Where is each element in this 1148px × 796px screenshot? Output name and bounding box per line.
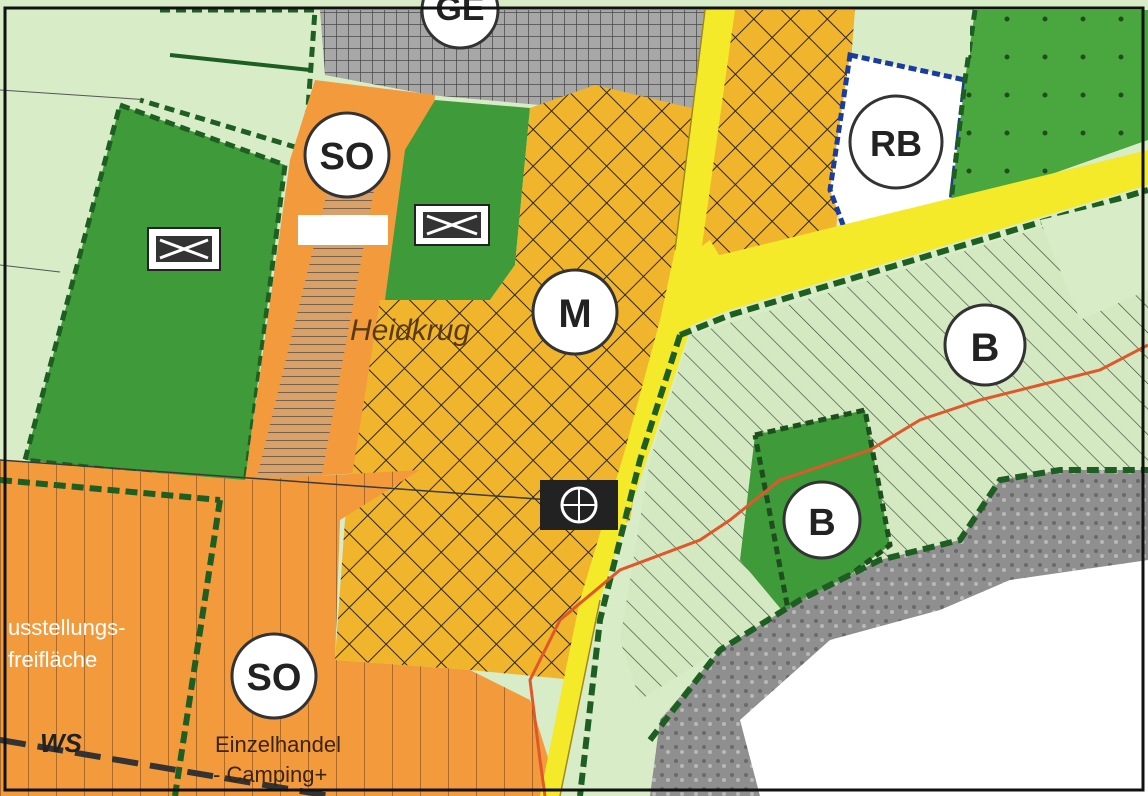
industrial-grid-area <box>320 10 715 115</box>
zone-circle-m: M <box>531 268 619 356</box>
zone-circle-b-east: B <box>943 303 1027 387</box>
zone-label-m: M <box>558 292 591 336</box>
zone-circle-so-south: SO <box>230 632 318 720</box>
zone-label-b-east: B <box>971 326 1000 370</box>
zone-label-so-north: SO <box>320 136 375 178</box>
green-field-middle <box>385 100 530 300</box>
zone-label-so-south: SO <box>247 657 302 699</box>
label-einzelhandel-1: Einzelhandel <box>215 732 341 757</box>
label-ausstellung-2: freifläche <box>8 647 97 672</box>
red-boundary-line <box>528 343 1148 796</box>
light-field-far-east <box>1040 195 1148 320</box>
zone-circle-rb: RB <box>848 94 944 190</box>
so-south-area <box>0 460 560 796</box>
zone-label-b-center: B <box>808 502 835 544</box>
mixed-area-ne <box>700 10 855 270</box>
zone-circle-so-north: SO <box>303 111 391 199</box>
zone-label-cut-top: GE <box>435 0 484 28</box>
green-field-west <box>25 105 285 485</box>
white-marker <box>298 215 388 245</box>
main-road <box>540 9 1148 796</box>
railway-ladder <box>255 180 375 485</box>
top-light-field <box>140 10 315 150</box>
map-frame <box>3 6 1145 792</box>
zone-circle-cut-top: GE <box>420 0 500 50</box>
playground-symbol-middle <box>414 204 490 246</box>
forest-ne <box>950 10 1148 210</box>
label-ausstellung-1: usstellungs- <box>8 615 125 640</box>
place-name-label: Heidkrug <box>350 314 470 347</box>
zone-circle-b-center: B <box>782 480 862 560</box>
label-einzelhandel-2: - Camping+ <box>213 762 327 787</box>
target-symbol <box>540 480 618 530</box>
playground-symbol-west <box>147 227 221 271</box>
ws-line <box>0 737 331 796</box>
zone-label-rb: RB <box>870 123 922 164</box>
quarry-white <box>740 560 1148 796</box>
label-ws: WS <box>40 728 83 758</box>
